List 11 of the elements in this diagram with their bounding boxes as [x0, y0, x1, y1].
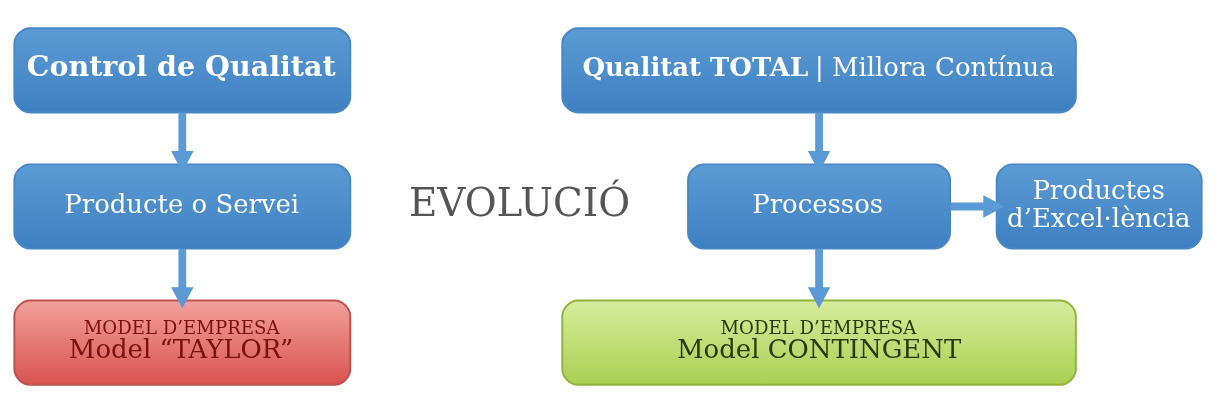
- node-box: Producte o Servei: [13, 162, 352, 250]
- node-box: Processos: [687, 162, 951, 250]
- arrow: [807, 248, 831, 308]
- node-box: Control de Qualitat: [13, 26, 352, 113]
- node-box: MODEL D’EMPRESA Model CONTINGENT: [561, 299, 1077, 386]
- arrow: [171, 248, 194, 308]
- node-box: Qualitat TOTAL | Millora Contínua: [561, 26, 1077, 113]
- node-box: MODEL D’EMPRESA Model “TAYLOR”: [13, 299, 352, 386]
- node-box: Productes d’Excel·lència: [995, 162, 1203, 250]
- label: EVOLUCIÓ: [408, 179, 631, 225]
- arrow: [950, 194, 1005, 218]
